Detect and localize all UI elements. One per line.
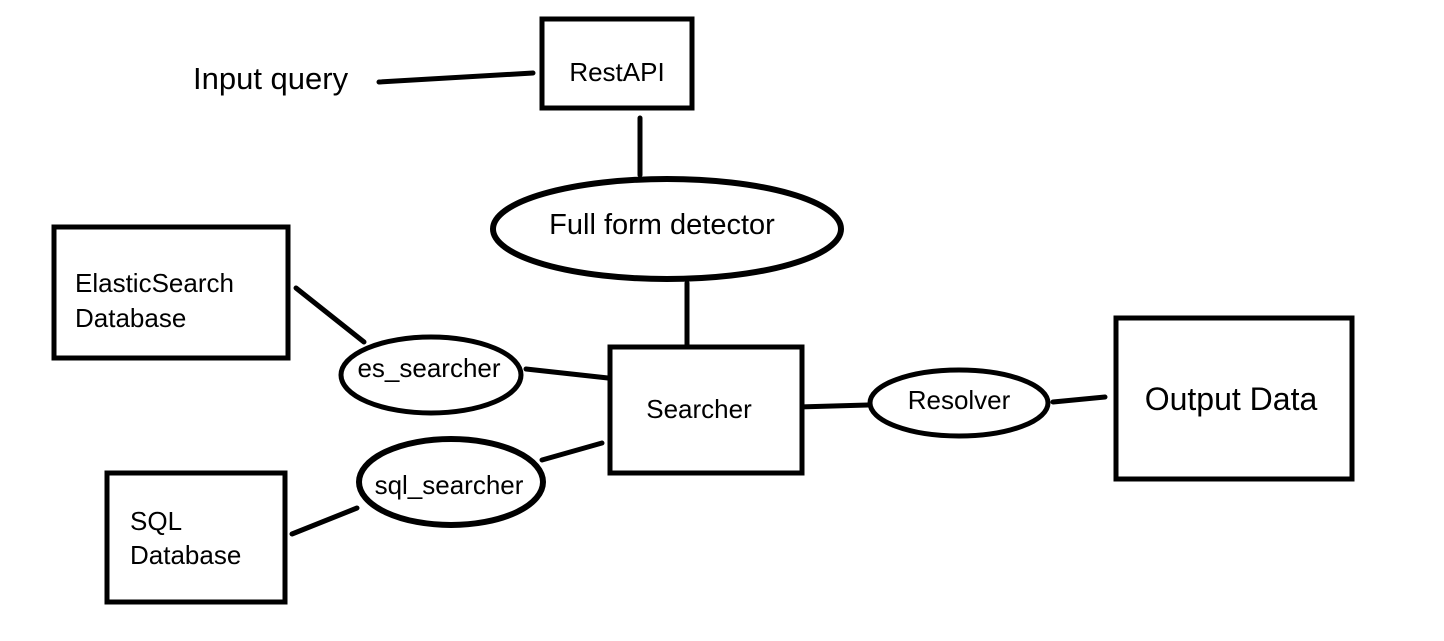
elasticsearch-label-line1: ElasticSearch [75, 268, 234, 298]
edge-input-query-to-restapi [376, 70, 536, 85]
sql-database-label: SQL Database [130, 506, 241, 570]
searcher-node: Searcher [607, 344, 805, 476]
edge-searcher-to-resolver [795, 402, 871, 410]
full-form-detector-label: Full form detector [549, 209, 775, 241]
full-form-detector-node: Full form detector [490, 176, 844, 282]
elasticsearch-database-node: ElasticSearch Database [51, 224, 291, 361]
resolver-node: Resolver [867, 367, 1051, 439]
es-searcher-label: es_searcher [357, 353, 500, 383]
edge-sql-database-to-sql-searcher [289, 505, 360, 537]
elasticsearch-database-label: ElasticSearch Database [75, 268, 241, 333]
output-data-node: Output Data [1113, 315, 1355, 482]
es-searcher-node: es_searcher [338, 334, 524, 416]
sql-searcher-label: sql_searcher [375, 470, 524, 500]
resolver-label: Resolver [908, 385, 1011, 415]
sql-database-node: SQL Database [104, 470, 288, 605]
edge-resolver-to-output-data [1050, 394, 1108, 405]
restapi-node: RestAPI [539, 16, 695, 111]
restapi-label: RestAPI [569, 57, 664, 87]
elasticsearch-label-line2: Database [75, 303, 186, 333]
searcher-label: Searcher [646, 394, 752, 424]
sql-label-line2: Database [130, 540, 241, 570]
sql-searcher-node: sql_searcher [356, 436, 546, 528]
input-query-label: Input query [193, 61, 349, 96]
output-data-label: Output Data [1145, 381, 1318, 417]
edge-es-searcher-to-searcher [523, 366, 611, 381]
sql-label-line1: SQL [130, 506, 182, 536]
edge-sql-searcher-to-searcher [539, 440, 605, 463]
edge-elasticsearch-to-es-searcher [293, 285, 367, 345]
